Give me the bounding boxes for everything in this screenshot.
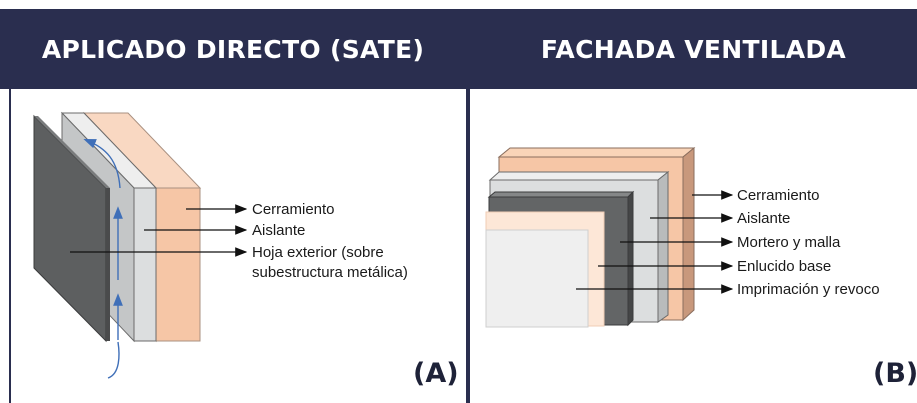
label-imprimacion-b: Imprimación y revoco — [737, 281, 880, 298]
airflow-arrows — [83, 138, 123, 379]
panel-b-tag: (B) — [873, 358, 917, 389]
label-hoja-exterior-line2: subestructura metálica) — [252, 264, 408, 281]
panel-a-title: APLICADO DIRECTO (SATE) — [0, 9, 466, 89]
sate-diagram: Cerramiento Aislante Hoja exterior (sobr… — [33, 111, 408, 379]
label-hoja-exterior-line1: Hoja exterior (sobre — [252, 244, 384, 261]
label-mortero-b: Mortero y malla — [737, 234, 841, 251]
panel-divider — [466, 9, 470, 403]
left-border — [9, 89, 11, 403]
sate-hoja-exterior-layer — [33, 114, 110, 343]
label-cerramiento-a: Cerramiento — [252, 201, 335, 218]
label-cerramiento-b: Cerramiento — [737, 187, 820, 204]
label-aislante-a: Aislante — [252, 222, 305, 239]
panel-b-title: FACHADA VENTILADA — [470, 9, 917, 89]
panel-a-tag: (A) — [413, 358, 459, 389]
ventilada-imprimacion-layer — [485, 229, 589, 328]
ventilada-diagram: Cerramiento Aislante Mortero y malla Enl… — [485, 146, 880, 328]
label-enlucido-b: Enlucido base — [737, 258, 831, 275]
label-aislante-b: Aislante — [737, 210, 790, 227]
